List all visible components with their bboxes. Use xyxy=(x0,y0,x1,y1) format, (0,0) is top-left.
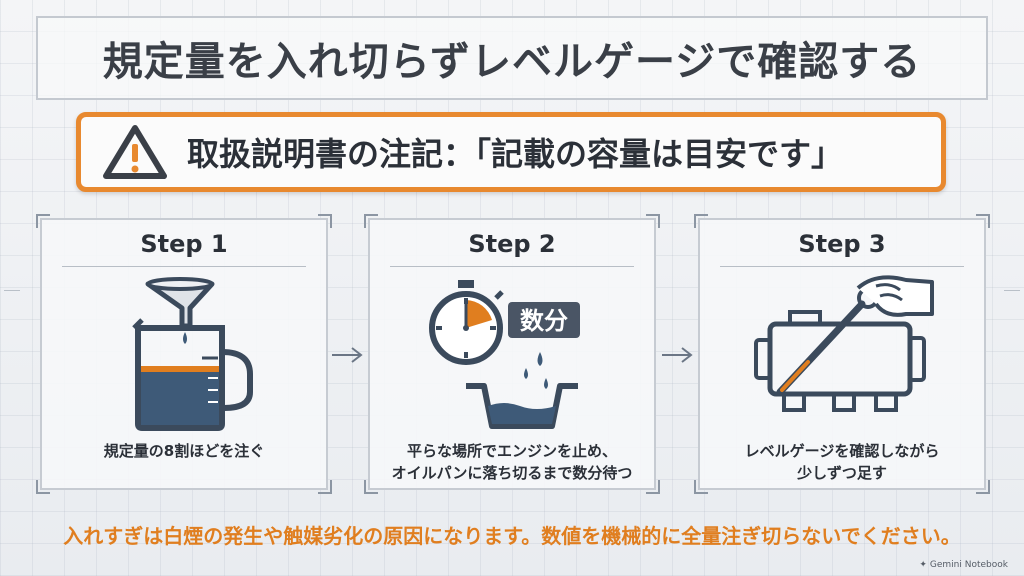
step-caption: レベルゲージを確認しながら 少しずつ足す xyxy=(706,440,978,484)
step-title: Step 3 xyxy=(798,230,886,258)
engine-dipstick-icon xyxy=(754,275,934,412)
step-caption: 規定量の8割ほどを注ぐ xyxy=(48,440,320,462)
divider xyxy=(720,266,964,267)
manual-note-text: 取扱説明書の注記：「記載の容量は目安です」 xyxy=(187,135,844,173)
brand-name: Gemini Notebook xyxy=(929,560,1008,570)
stopwatch-oil-pan-icon: 数分 xyxy=(429,280,580,429)
warning-icon xyxy=(103,125,167,179)
warning-footer-text: 入れすぎは白煙の発生や触媒劣化の原因になります。数値を機械的に全量注ぎ切らないで… xyxy=(63,524,961,548)
caption-line: オイルパンに落ち切るまで数分待つ xyxy=(391,464,633,482)
manual-note-box: 取扱説明書の注記：「記載の容量は目安です」 xyxy=(76,112,946,192)
brand-mark: ✦ Gemini Notebook xyxy=(919,560,1008,570)
divider xyxy=(62,266,306,267)
page-title: 規定量を入れ切らずレベルゲージで確認する xyxy=(102,39,922,85)
arrow-right-icon xyxy=(662,347,693,363)
step-card-3: Step 3 レベルゲージを確認しながら 少しずつ足す xyxy=(694,214,990,494)
caption-line: 規定量の8割ほどを注ぐ xyxy=(103,442,265,460)
step-card-2: Step 2 数分 平らな場所でエンジンを止め、 オイルパンに落ち切るまで数分待… xyxy=(364,214,660,494)
divider xyxy=(390,266,634,267)
badge-text: 数分 xyxy=(520,307,568,335)
funnel-measuring-cup-icon xyxy=(132,277,253,431)
step-caption: 平らな場所でエンジンを止め、 オイルパンに落ち切るまで数分待つ xyxy=(376,440,648,484)
caption-line: レベルゲージを確認しながら xyxy=(744,442,940,460)
step-title: Step 1 xyxy=(140,230,228,258)
step-card-1: Step 1 規定量の8割ほどを注ぐ xyxy=(36,214,332,494)
edge-mark-left xyxy=(4,290,20,291)
arrow-right-icon xyxy=(332,347,363,363)
sparkle-icon: ✦ xyxy=(919,560,927,570)
step-title: Step 2 xyxy=(468,230,556,258)
caption-line: 少しずつ足す xyxy=(797,464,887,482)
caption-line: 平らな場所でエンジンを止め、 xyxy=(406,442,617,460)
title-banner: 規定量を入れ切らずレベルゲージで確認する xyxy=(36,16,988,100)
edge-mark-right xyxy=(1004,290,1020,291)
